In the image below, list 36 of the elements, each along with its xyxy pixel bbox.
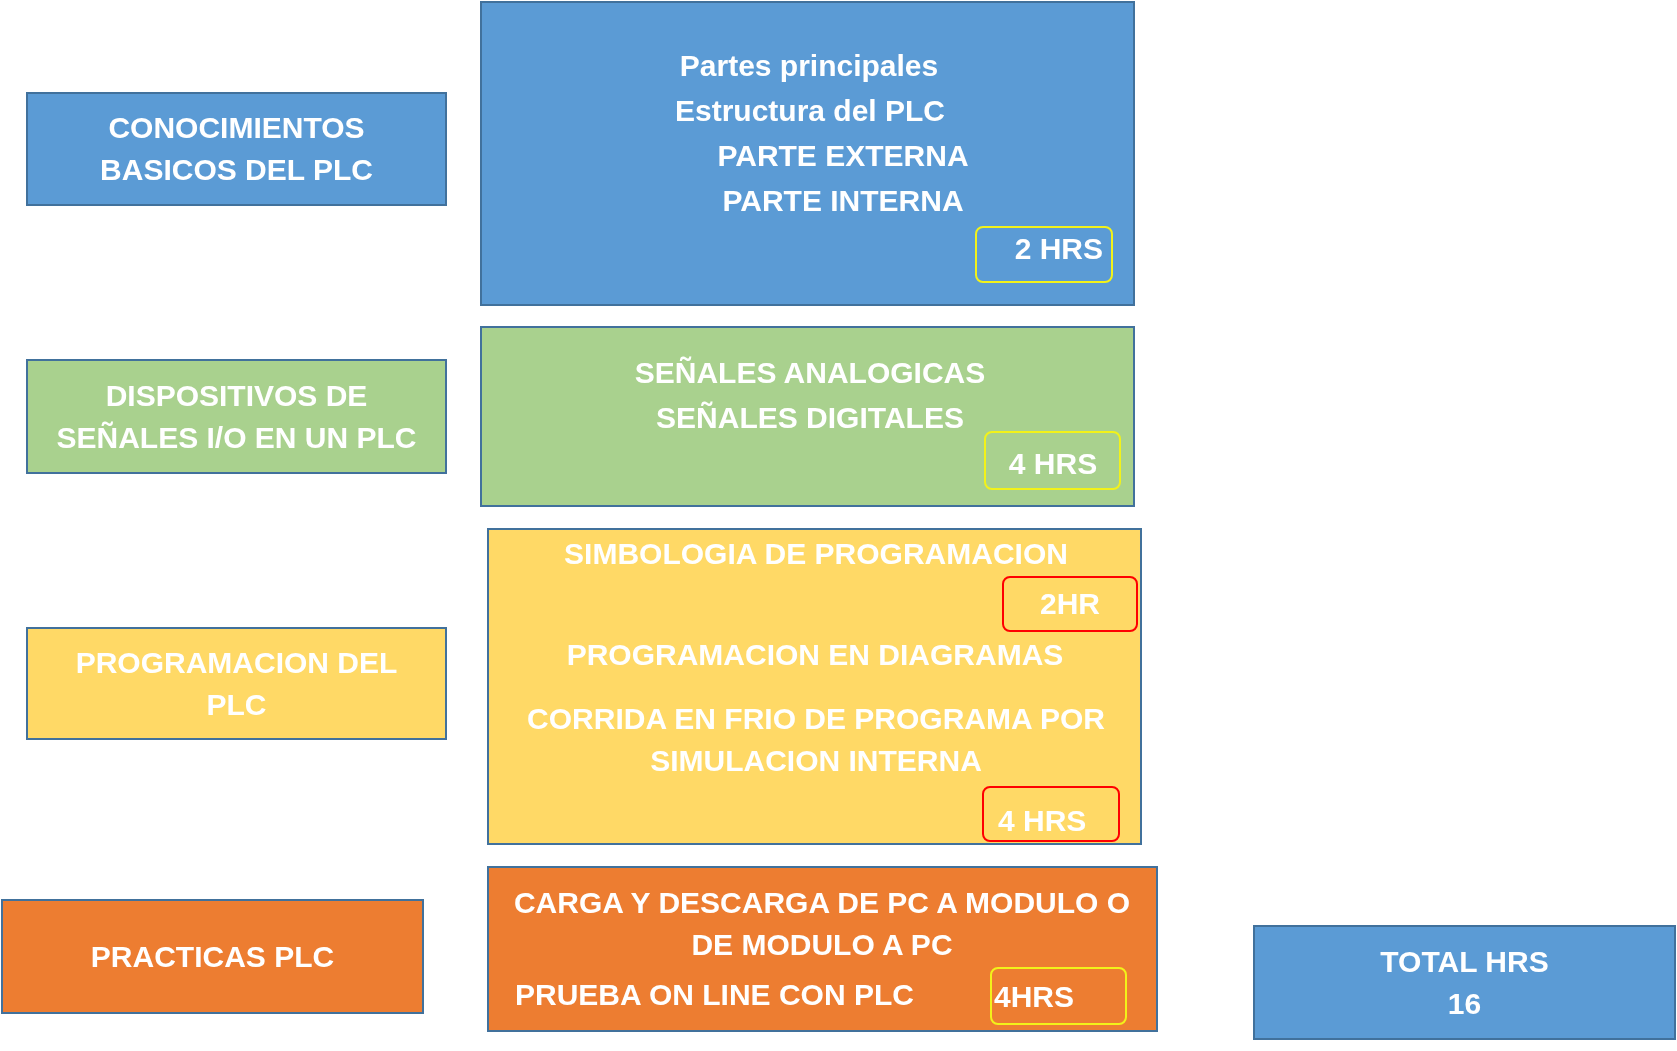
hours-label: 4 HRS [998,803,1087,839]
topic-title: DISPOSITIVOS DE SEÑALES I/O EN UN PLC [55,377,418,456]
topic-box [26,359,447,474]
total-label: TOTAL HRS [1380,943,1549,980]
content-text: CARGA Y DESCARGA DE PC A MODULO O DE MODULO A PC [512,885,1132,963]
topic-title: CONOCIMIENTOS BASICOS DEL PLC [99,110,374,188]
hours-label: 2HR [1040,586,1100,622]
content-box [480,326,1135,507]
content-text: Partes principales [679,48,939,84]
topic-box [1,899,424,1014]
hours-badge [990,967,1127,1025]
hours-badge [1002,576,1138,632]
topic-title: PROGRAMACION DEL PLC [74,644,399,723]
content-text: SEÑALES DIGITALES [656,400,964,436]
topic-title: PRACTICAS PLC [90,938,335,975]
topic-box [26,627,447,740]
content-box [487,528,1142,845]
hours-badge [984,431,1121,490]
total-box [1253,925,1676,1040]
hours-label: 4 HRS [1008,446,1098,482]
total-value: 16 [1447,985,1482,1022]
content-text: SEÑALES ANALOGICAS [634,355,986,391]
content-box [487,866,1158,1032]
hours-label: 2 HRS [1014,231,1103,267]
content-text: CORRIDA EN FRIO DE PROGRAMA POR SIMULACION INTERNA [526,701,1106,779]
topic-box [26,92,447,206]
hours-label: 4HRS [994,979,1075,1015]
hours-badge [975,226,1113,283]
content-box [480,1,1135,306]
content-text: Estructura del PLC [674,93,946,129]
content-text: PRUEBA ON LINE CON PLC [515,977,914,1013]
hours-badge [982,786,1120,842]
content-text: PARTE INTERNA [722,183,964,219]
content-text: PARTE EXTERNA [717,138,969,174]
content-text: SIMBOLOGIA DE PROGRAMACION [564,536,1068,572]
content-text: PROGRAMACION EN DIAGRAMAS [566,637,1064,673]
